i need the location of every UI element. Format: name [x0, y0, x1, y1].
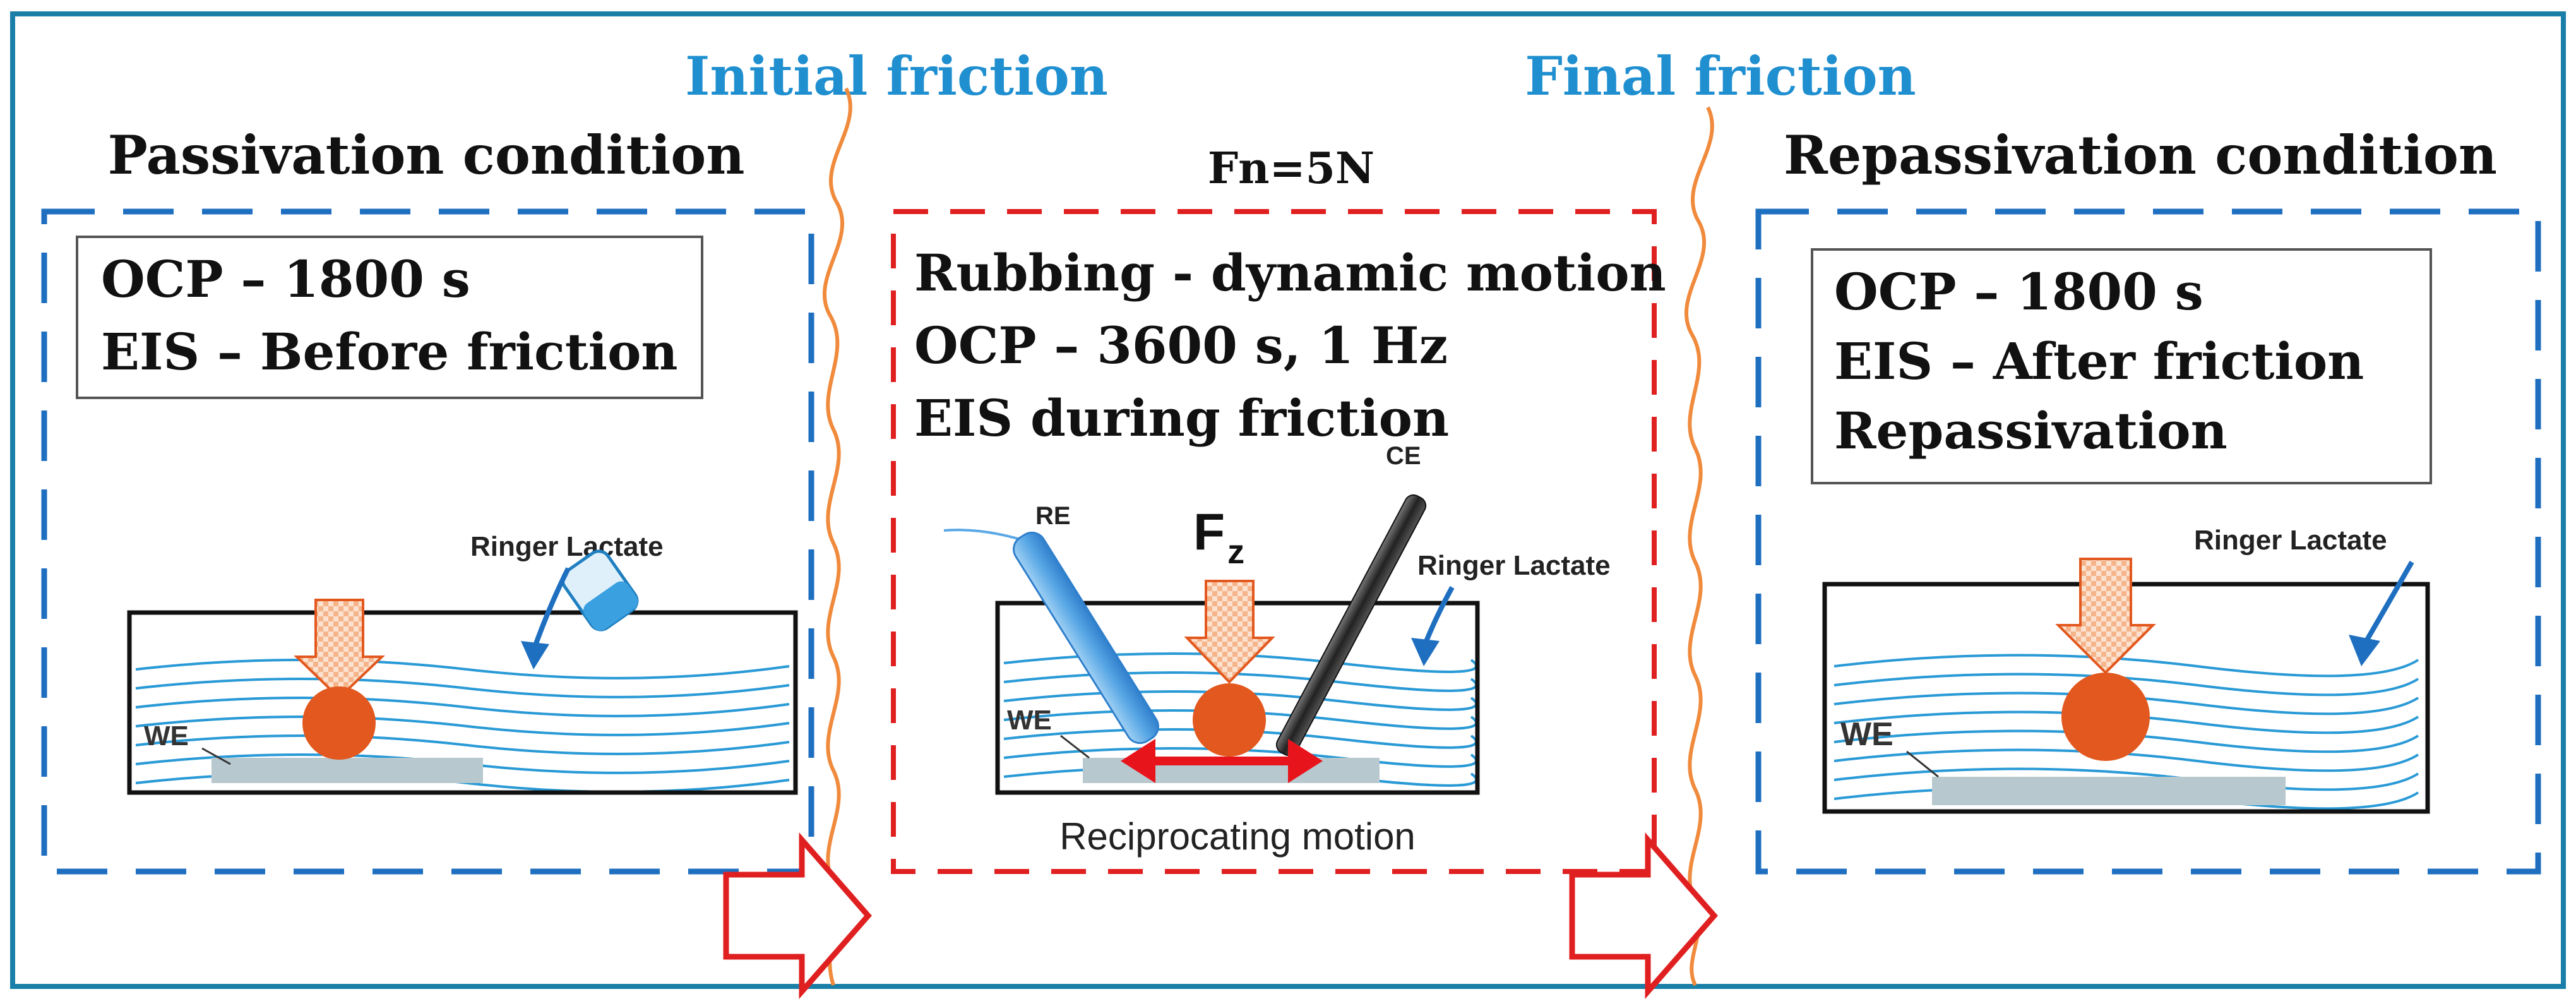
- panel1-text-box: [76, 236, 703, 399]
- panel1-line2: EIS – Before friction: [101, 322, 678, 381]
- panel3-line1: OCP – 1800 s: [1834, 262, 2203, 321]
- panel1-force-arrow: [294, 599, 385, 700]
- outer-frame: [10, 11, 2566, 989]
- panel2-re-label: RE: [1035, 502, 1071, 530]
- panel3-dashed-box: [1755, 208, 2541, 875]
- panel3-line3: Repassivation: [1834, 401, 2227, 460]
- panel1-ball: [302, 686, 376, 760]
- panel3-we-label: WE: [1840, 716, 1893, 753]
- separator-wave-right: [1684, 106, 1714, 986]
- panel1-line1: OCP – 1800 s: [101, 249, 470, 309]
- separator-wave-left: [822, 87, 852, 986]
- panel1-title: Passivation condition: [108, 124, 745, 186]
- panel2-ce-label: CE: [1386, 442, 1421, 470]
- panel3-force-arrow: [2055, 558, 2156, 674]
- panel2-force-arrow: [1184, 580, 1275, 684]
- panel3-line2: EIS – After friction: [1834, 332, 2364, 391]
- panel2-motion-label: Reciprocating motion: [1059, 815, 1416, 858]
- panel3-solution-label: Ringer Lactate: [2194, 525, 2387, 556]
- panel1-sample-plate: [212, 758, 483, 783]
- panel3-tank: WE Ringer Lactate: [1822, 525, 2430, 814]
- panel2-force: Fn=5N: [1208, 143, 1374, 194]
- panel2-solution-label: Ringer Lactate: [1417, 550, 1611, 581]
- panel2-line1: Rubbing - dynamic motion: [914, 243, 1666, 302]
- initial-friction-heading: Initial friction: [685, 45, 1108, 107]
- panel1-we-label: WE: [144, 721, 189, 752]
- panel2-ball: [1193, 683, 1266, 757]
- panel2-fz-label: Fz: [1193, 503, 1244, 571]
- ce-electrode: [1275, 494, 1427, 757]
- panel3-title: Repassivation condition: [1784, 124, 2497, 186]
- re-electrode: [1013, 531, 1159, 745]
- reciprocating-arrow-right-head: [1288, 739, 1323, 783]
- final-friction-heading: Final friction: [1525, 45, 1916, 107]
- panel2-line2: OCP – 3600 s, 1 Hz: [914, 316, 1448, 375]
- panel2-dashed-box: [891, 209, 1657, 874]
- panel2-we-label: WE: [1007, 705, 1052, 736]
- panel2-line3: EIS during friction: [914, 388, 1449, 448]
- transition-arrow-2: [1569, 832, 1718, 999]
- panel3-sample-plate: [1932, 777, 2286, 805]
- panel3-ball: [2061, 673, 2150, 761]
- panel1-tank: WE Ringer Lactate: [127, 531, 798, 795]
- transition-arrow-1: [723, 832, 872, 999]
- panel2-tank: RE CE Fz WE Ringer Lactate: [943, 442, 1611, 795]
- reciprocating-arrow-left-head: [1121, 739, 1155, 783]
- panel1-solution-label: Ringer Lactate: [470, 531, 664, 562]
- panel1-beaker-icon: [561, 549, 639, 632]
- panel3-text-box: [1811, 248, 2432, 484]
